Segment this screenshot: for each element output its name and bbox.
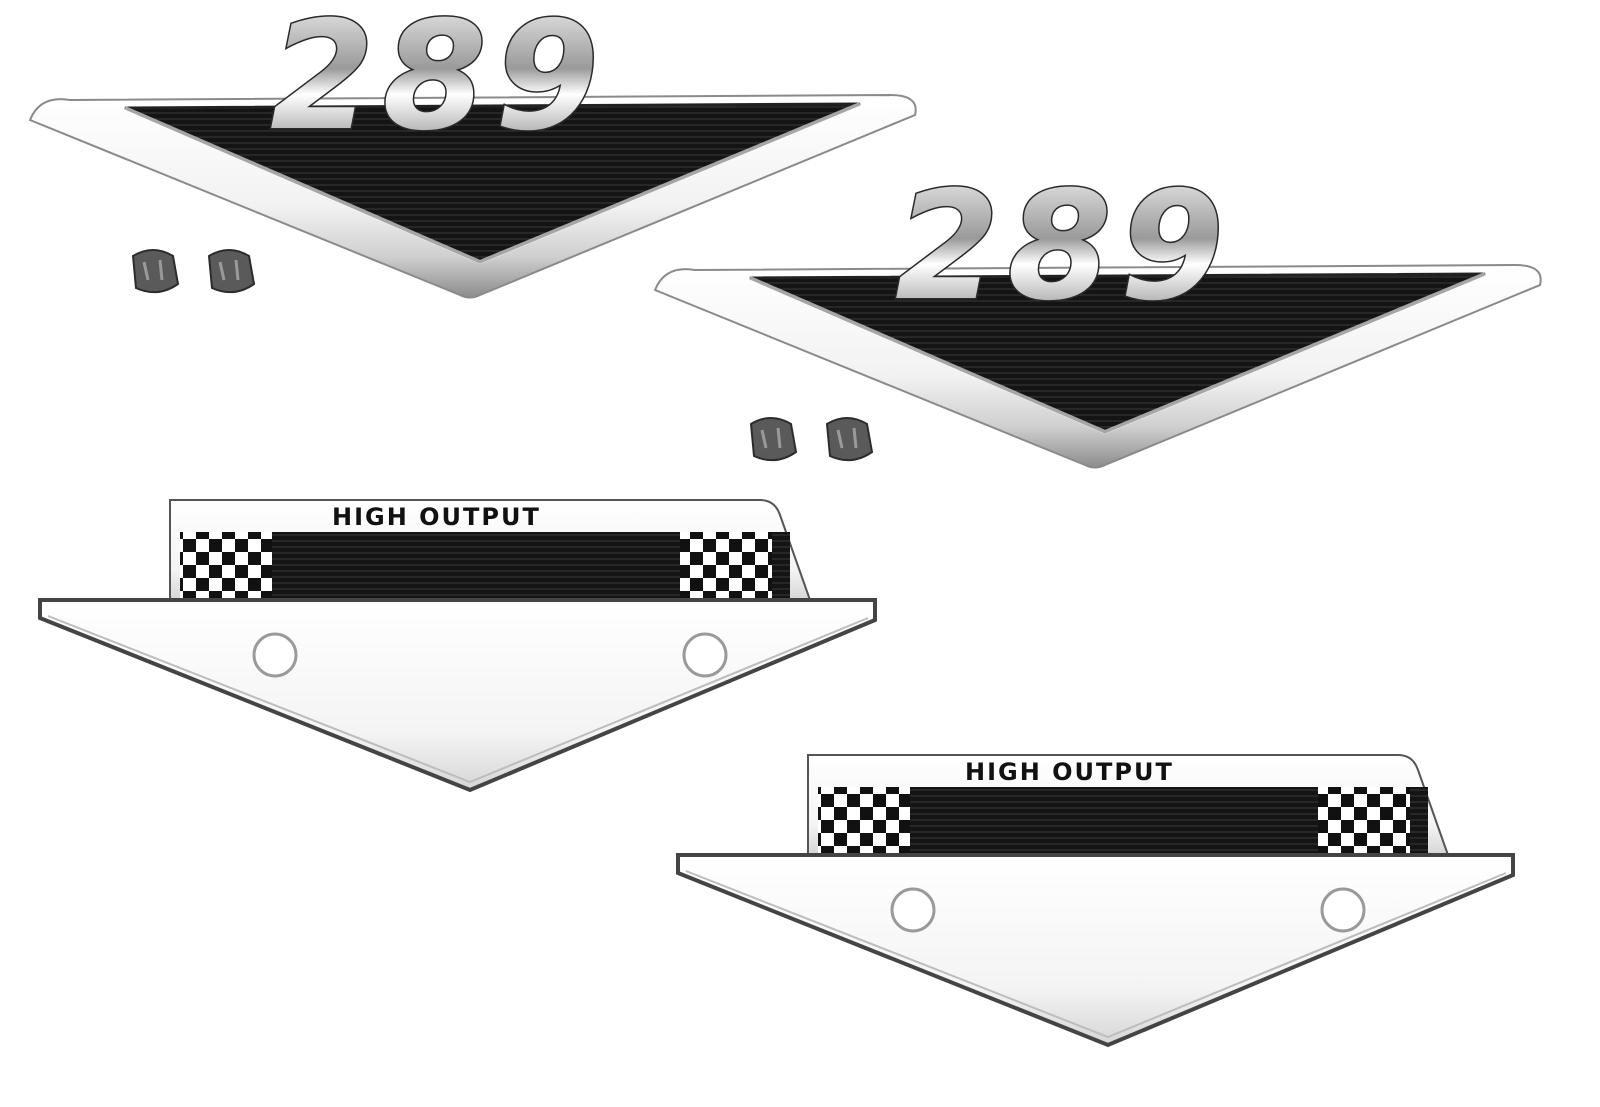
badge-high-output-right-label: HIGH OUTPUT bbox=[965, 758, 1174, 786]
mounting-clip-4 bbox=[825, 416, 874, 462]
mounting-clip-1 bbox=[131, 248, 180, 294]
badge-289-top-left: 289 bbox=[28, 0, 918, 300]
badge-high-output-right: HIGH OUTPUT bbox=[676, 753, 1515, 1047]
mounting-clip-2 bbox=[207, 248, 256, 294]
badge-high-output-left: HIGH OUTPUT bbox=[38, 498, 877, 792]
badge-289-right: 289 bbox=[653, 159, 1543, 470]
badge-289-top-left-number: 289 bbox=[270, 0, 607, 164]
mounting-clip-3 bbox=[749, 416, 798, 462]
badge-289-right-number: 289 bbox=[895, 160, 1232, 334]
badge-high-output-left-label: HIGH OUTPUT bbox=[332, 503, 541, 531]
